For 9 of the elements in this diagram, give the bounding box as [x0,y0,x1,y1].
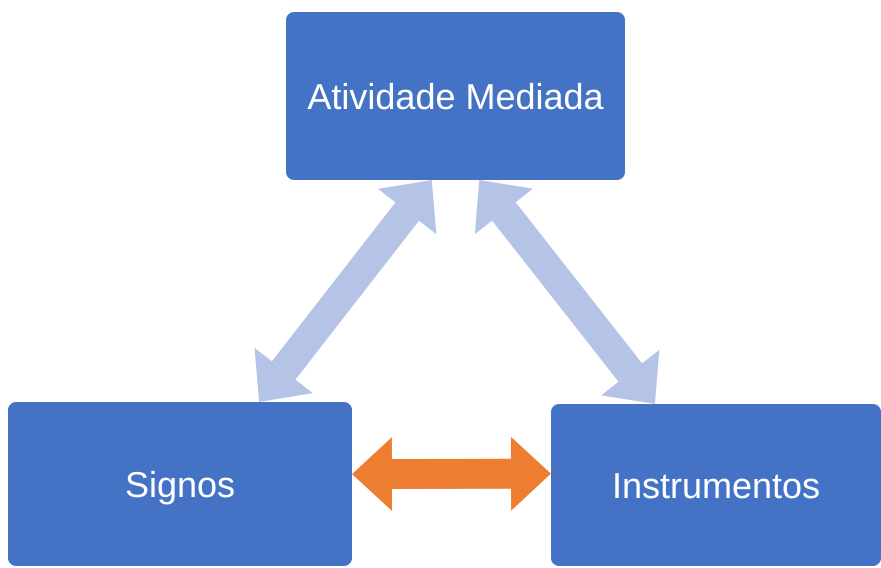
process-box [8,402,352,566]
box-label: Instrumentos [612,464,820,508]
double-arrow [254,180,436,402]
double-arrow [352,436,551,512]
double-arrow [474,180,660,404]
box-label: Signos [124,462,236,506]
box-label: Atividade Mediada [307,74,604,118]
process-box [286,12,625,180]
process-box [551,404,881,566]
